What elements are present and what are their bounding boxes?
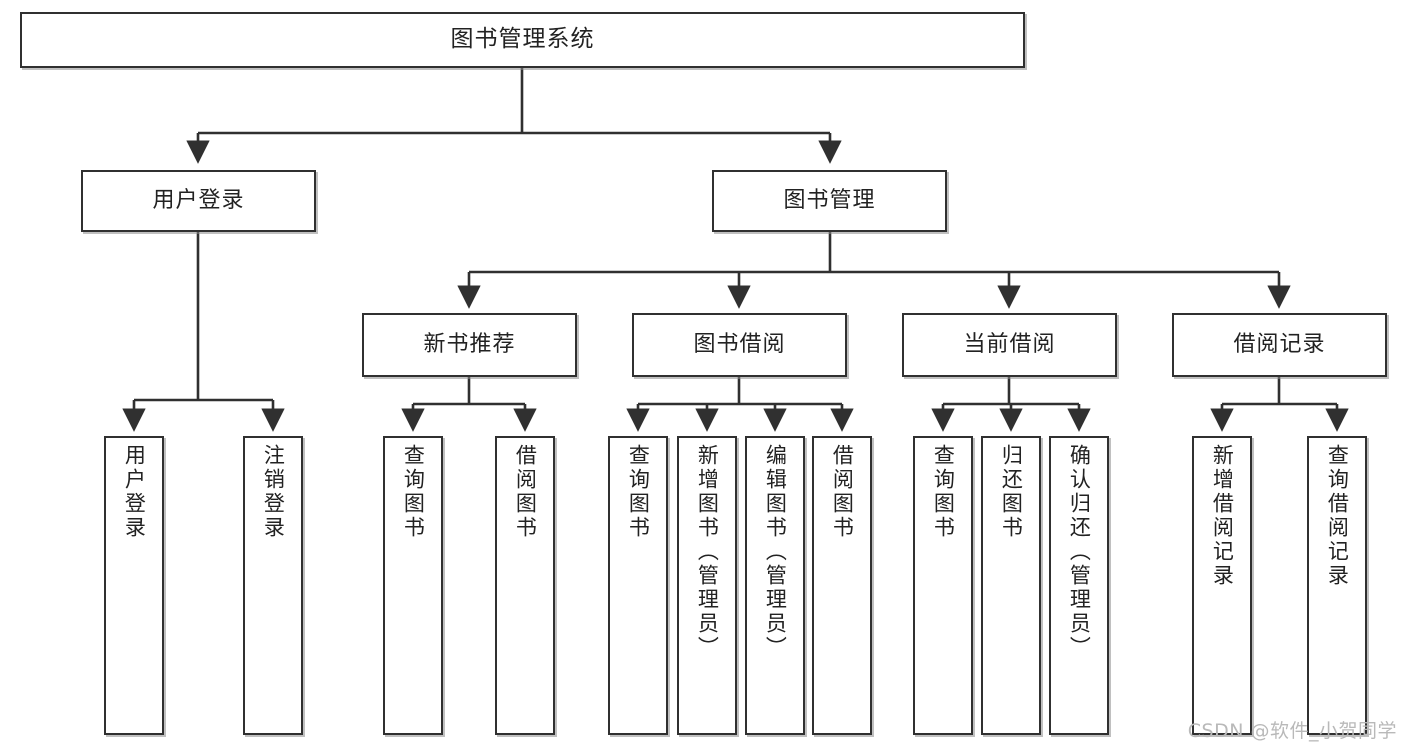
node-label: 查询图书 — [626, 444, 651, 540]
node-label: 图书管理 — [783, 188, 876, 214]
node-book-management[interactable]: 图书管理 — [712, 170, 947, 232]
node-label: 借阅记录 — [1233, 332, 1326, 358]
node-leaf-borrow-book[interactable]: 借阅图书 — [812, 436, 872, 735]
watermark-text: CSDN @软件_小贺同学 — [1187, 720, 1397, 742]
node-leaf-recommend-query-book[interactable]: 查询图书 — [383, 436, 443, 735]
node-leaf-return-book[interactable]: 归还图书 — [981, 436, 1041, 735]
node-leaf-add-borrow-record[interactable]: 新增借阅记录 — [1192, 436, 1252, 735]
node-leaf-recommend-borrow-book[interactable]: 借阅图书 — [495, 436, 555, 735]
node-label: 查询图书 — [931, 444, 956, 540]
node-label: 图书管理系统 — [450, 26, 595, 53]
node-new-book-recommend[interactable]: 新书推荐 — [362, 313, 577, 377]
node-root-system[interactable]: 图书管理系统 — [20, 12, 1025, 68]
node-label: 编辑图书（管理员） — [763, 444, 788, 660]
node-label: 确认归还（管理员） — [1067, 444, 1092, 660]
node-label: 归还图书 — [999, 444, 1024, 540]
node-leaf-add-book-admin[interactable]: 新增图书（管理员） — [677, 436, 737, 735]
node-label: 查询借阅记录 — [1325, 444, 1350, 588]
node-label: 图书借阅 — [693, 332, 786, 358]
node-current-borrow[interactable]: 当前借阅 — [902, 313, 1117, 377]
node-leaf-current-query-book[interactable]: 查询图书 — [913, 436, 973, 735]
node-label: 新增借阅记录 — [1210, 444, 1235, 588]
node-label: 新增图书（管理员） — [695, 444, 720, 660]
node-label: 注销登录 — [261, 444, 286, 540]
node-borrow-record[interactable]: 借阅记录 — [1172, 313, 1387, 377]
node-label: 用户登录 — [122, 444, 147, 540]
node-leaf-borrow-query-book[interactable]: 查询图书 — [608, 436, 668, 735]
node-label: 用户登录 — [152, 188, 245, 214]
node-label: 新书推荐 — [423, 332, 516, 358]
node-user-login[interactable]: 用户登录 — [81, 170, 316, 232]
node-label: 借阅图书 — [513, 444, 538, 540]
node-label: 当前借阅 — [963, 332, 1056, 358]
node-leaf-logout[interactable]: 注销登录 — [243, 436, 303, 735]
node-label: 借阅图书 — [830, 444, 855, 540]
node-label: 查询图书 — [401, 444, 426, 540]
node-leaf-edit-book-admin[interactable]: 编辑图书（管理员） — [745, 436, 805, 735]
node-leaf-query-borrow-record[interactable]: 查询借阅记录 — [1307, 436, 1367, 735]
node-leaf-confirm-return-admin[interactable]: 确认归还（管理员） — [1049, 436, 1109, 735]
node-book-borrow[interactable]: 图书借阅 — [632, 313, 847, 377]
node-leaf-user-login[interactable]: 用户登录 — [104, 436, 164, 735]
